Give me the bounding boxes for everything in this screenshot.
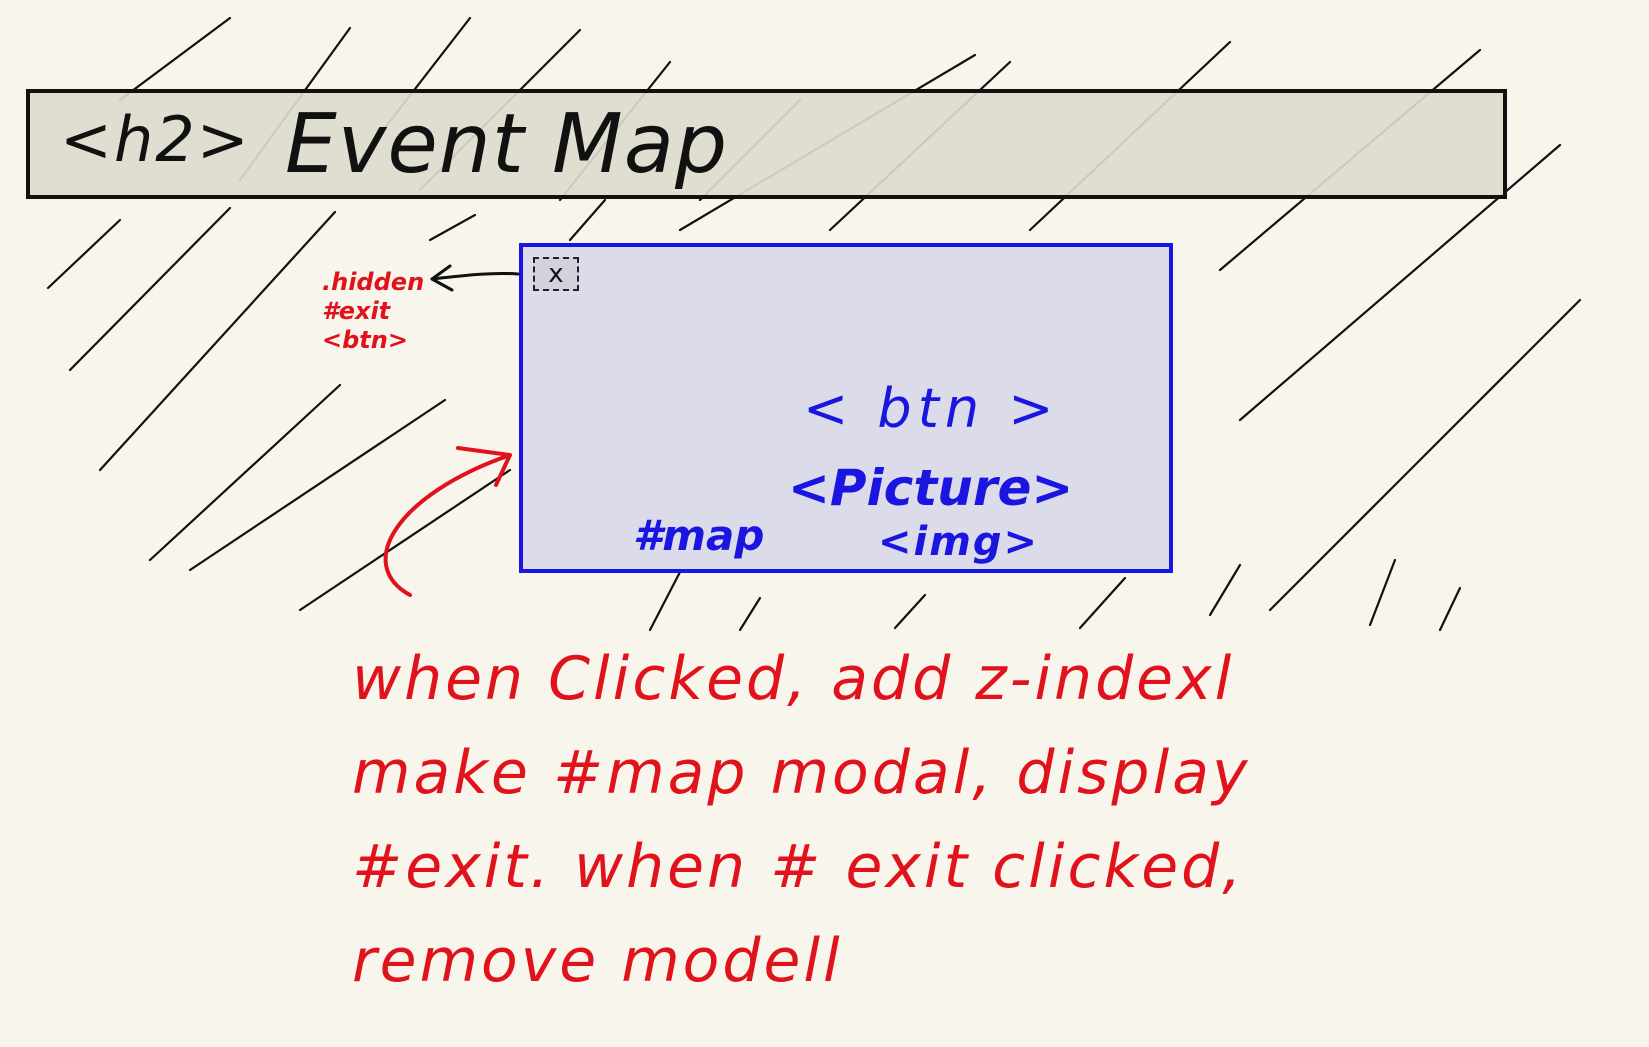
picture-element-label: <Picture> bbox=[788, 459, 1074, 517]
map-id-label: #map bbox=[633, 511, 765, 560]
behavior-caption: when Clicked, add z-indexl make #map mod… bbox=[352, 632, 1250, 1008]
page-title: Event Map bbox=[285, 97, 729, 192]
exit-button[interactable]: x bbox=[533, 257, 579, 291]
h2-tag-label: <h2> bbox=[60, 103, 251, 176]
map-modal-box[interactable]: x < btn > <Picture> #map <img> bbox=[519, 243, 1173, 573]
h2-heading-bar: <h2> Event Map bbox=[26, 89, 1507, 199]
caption-line: when Clicked, add z-indexl bbox=[352, 644, 1235, 714]
note-hidden-class: .hidden bbox=[322, 268, 425, 296]
caption-line: remove modell bbox=[352, 926, 843, 996]
note-btn-element: <btn> bbox=[322, 326, 408, 354]
btn-element-label: < btn > bbox=[803, 377, 1060, 440]
caption-line: #exit. when # exit clicked, bbox=[352, 832, 1245, 902]
note-exit-id: #exit bbox=[322, 297, 391, 325]
exit-button-notes: .hidden #exit <btn> bbox=[322, 268, 424, 355]
caption-line: make #map modal, display bbox=[352, 738, 1251, 808]
img-element-label: <img> bbox=[878, 519, 1040, 565]
